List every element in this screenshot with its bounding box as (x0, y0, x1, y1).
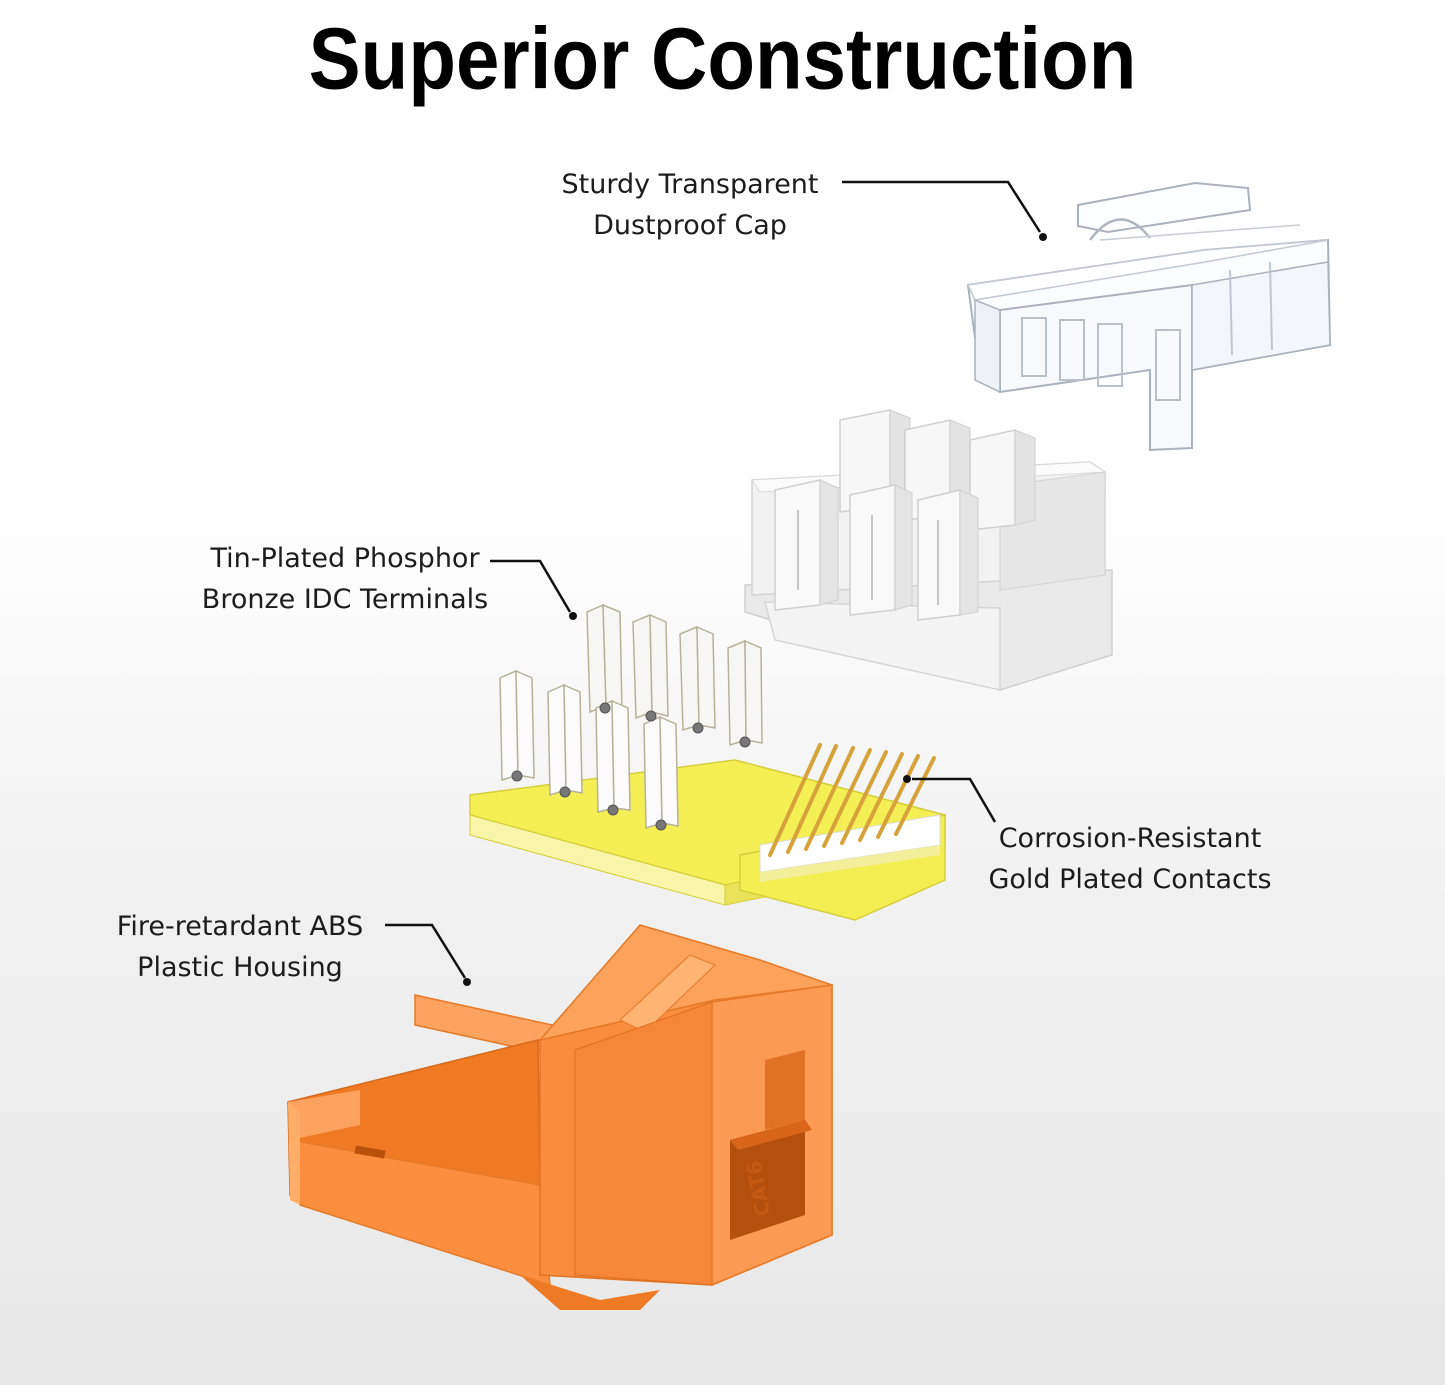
abs-leader-dot (463, 978, 471, 986)
callout-line: Tin-Plated Phosphor (210, 543, 480, 574)
leader-lines (385, 180, 1042, 979)
callout-dustproof-cap: Sturdy Transparent Dustproof Cap (530, 164, 850, 246)
callout-abs-housing: Fire-retardant ABS Plastic Housing (95, 906, 385, 988)
page-title: Superior Construction (308, 9, 1137, 108)
callout-line: Bronze IDC Terminals (201, 584, 489, 615)
callout-line: Dustproof Cap (593, 210, 787, 241)
callout-line: Sturdy Transparent (561, 169, 819, 200)
pcb-terminals-part (469, 603, 946, 921)
cap-leader-dot (1039, 233, 1047, 241)
cap-leader-line (842, 180, 1042, 233)
leader-dots (463, 233, 1047, 986)
gold-leader-line (912, 777, 997, 823)
callout-line: Plastic Housing (137, 952, 343, 983)
orange-housing-part: CAT6 (287, 924, 833, 1310)
callout-line: Corrosion-Resistant (998, 823, 1262, 854)
idc-leader-dot (569, 612, 577, 620)
dustproof-cap-part (966, 181, 1332, 452)
callout-idc-terminals: Tin-Plated Phosphor Bronze IDC Terminals (170, 538, 520, 620)
abs-leader-line (385, 923, 467, 979)
gold-leader-dot (903, 775, 911, 783)
callout-gold-contacts: Corrosion-Resistant Gold Plated Contacts (965, 818, 1295, 900)
callout-line: Fire-retardant ABS (116, 911, 364, 942)
idc-block-part (744, 409, 1113, 691)
callout-line: Gold Plated Contacts (988, 864, 1272, 895)
idc-leader-line (490, 559, 572, 613)
